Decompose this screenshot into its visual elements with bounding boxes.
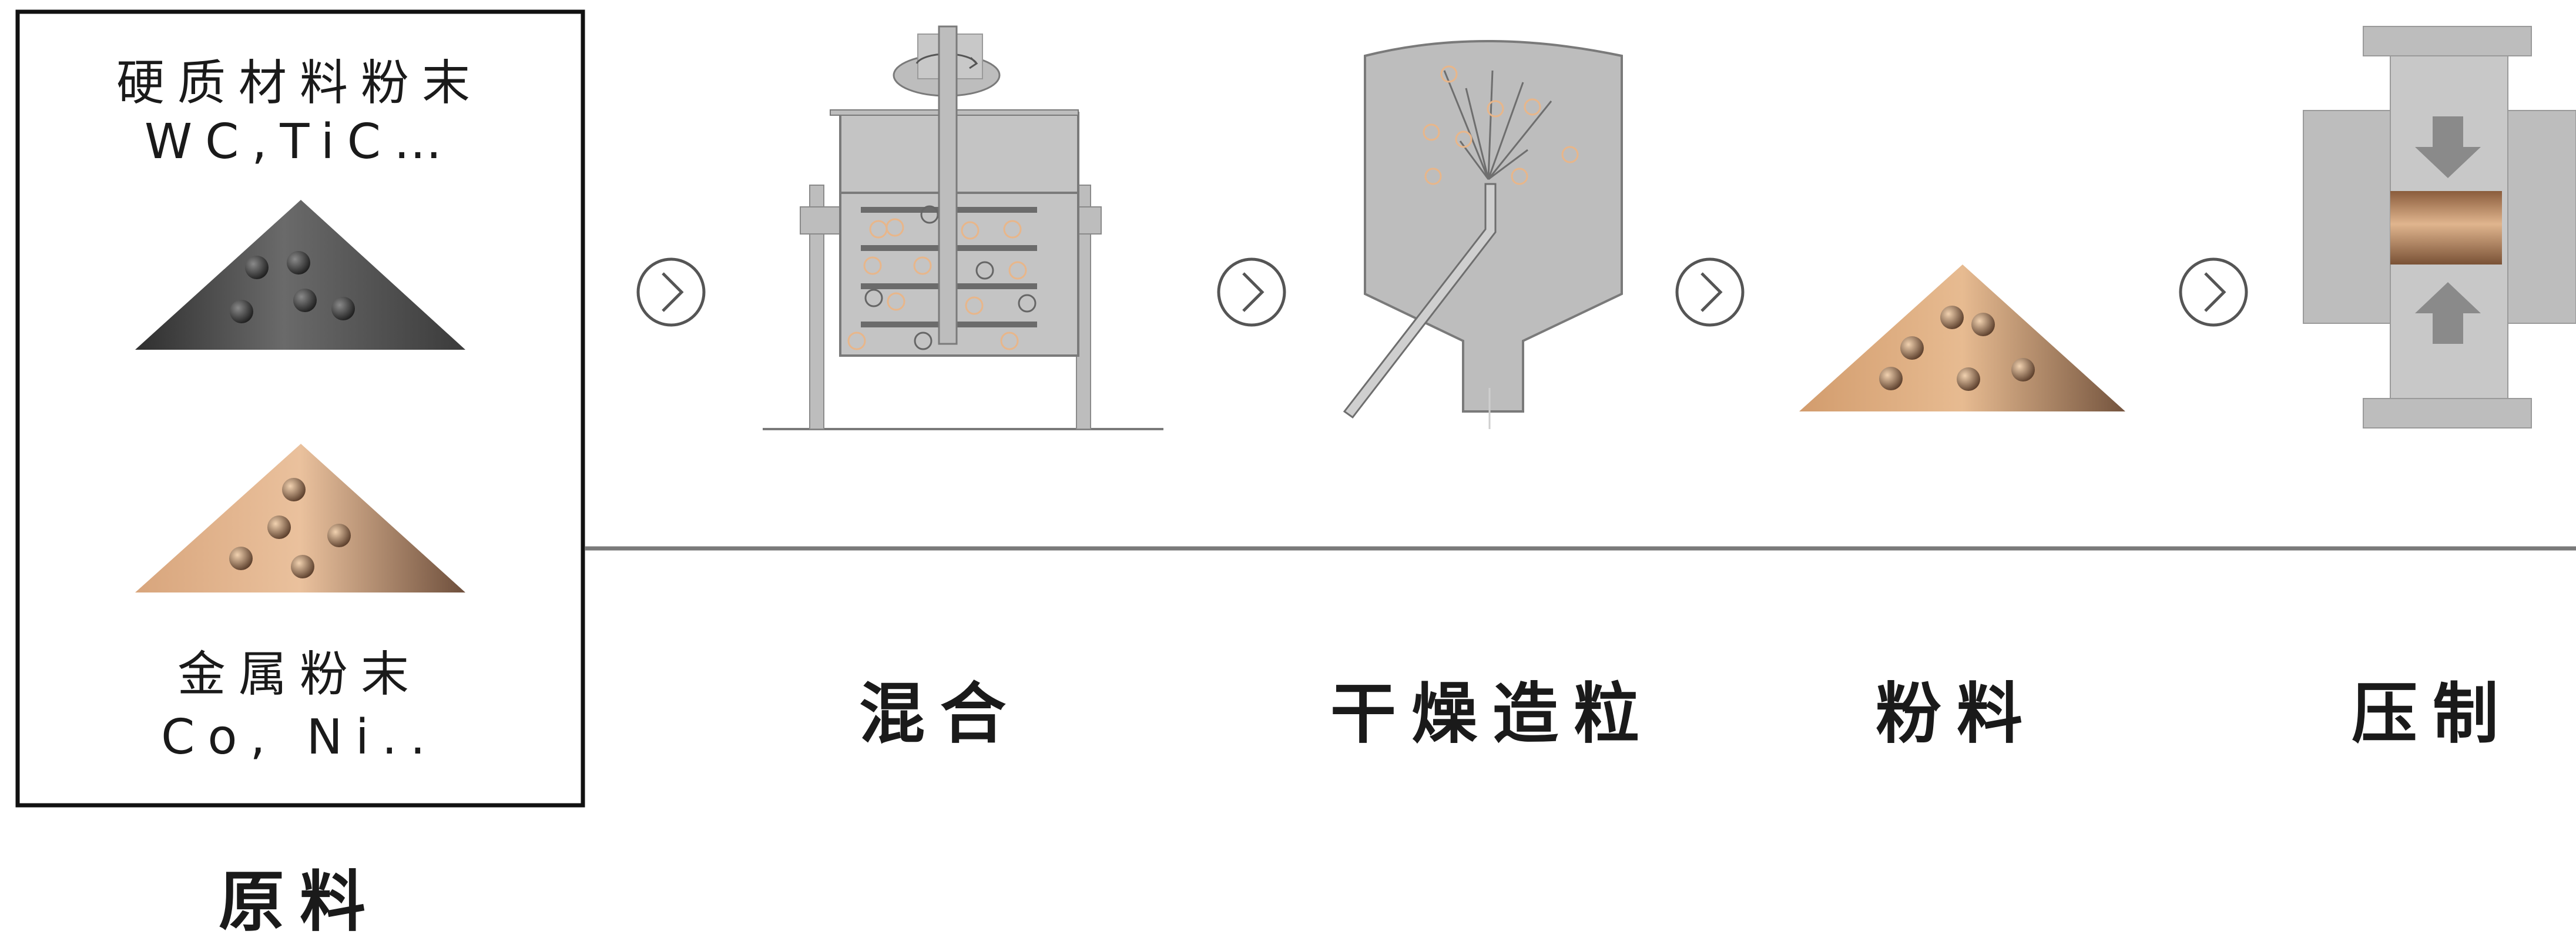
powder-pile-icon	[1799, 265, 2125, 411]
spray-dryer-icon	[1343, 40, 1623, 429]
metal-powder-formula: Co, Ni..	[161, 709, 438, 765]
stage-label-spray-drying: 干燥造粒	[1330, 676, 1655, 752]
metal-powder-pile-icon	[135, 444, 465, 592]
hard-powder-formula: WC,TiC…	[144, 114, 455, 170]
stage-label-pressing: 压制	[2352, 676, 2514, 752]
raw-material-frame	[15, 9, 585, 808]
stage-label-mixing: 混合	[859, 676, 1021, 752]
stage-label-powder: 粉料	[1876, 676, 2038, 752]
metal-powder-name: 金属粉末	[177, 647, 422, 702]
hard-powder-pile-icon	[135, 200, 465, 350]
chevron-right-circle-icon	[1217, 257, 1286, 327]
press-die-icon	[2303, 26, 2576, 428]
chevron-right-circle-icon	[1675, 257, 1745, 327]
chevron-right-circle-icon	[636, 257, 706, 327]
hard-powder-name: 硬质材料粉末	[116, 55, 483, 111]
stage-label-raw-material: 原料	[219, 864, 381, 934]
mixer-tank-icon	[763, 25, 1163, 430]
raw-material-panel	[15, 9, 585, 808]
chevron-right-circle-icon	[2179, 257, 2248, 327]
